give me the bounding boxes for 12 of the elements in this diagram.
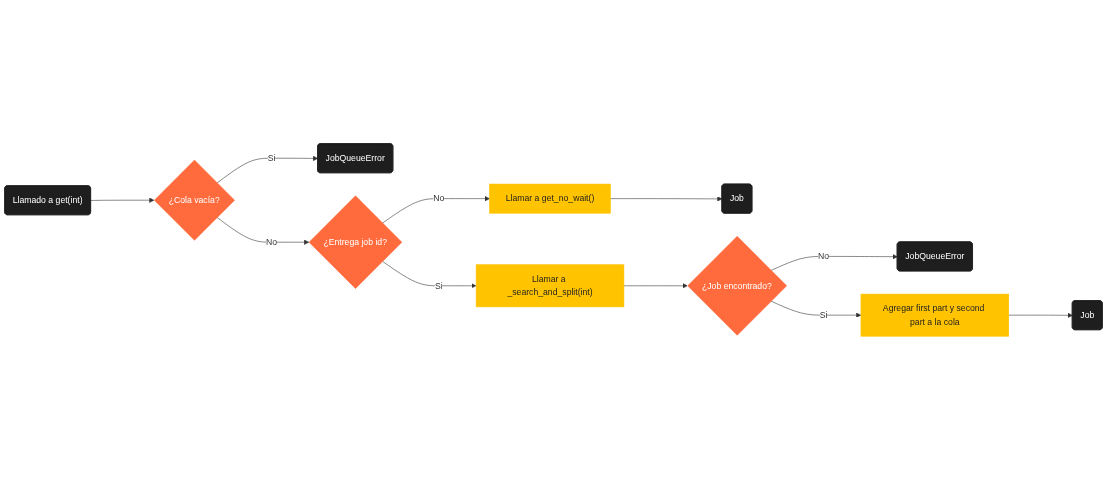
node-box: Llamar a get_no_wait()	[489, 183, 611, 214]
node-diamond: ¿Entrega job id?	[308, 195, 403, 289]
edge-label: Si	[267, 152, 276, 163]
node-diamond: ¿Job encontrado?	[687, 236, 787, 336]
edge-label: No	[433, 193, 445, 204]
edge-label: No	[818, 251, 830, 261]
node-box: Agregar first part y second part a la cola	[860, 293, 1009, 337]
node-diamond: ¿Cola vacía?	[154, 159, 235, 241]
edge-label: Si	[819, 309, 828, 320]
edge-label: Si	[434, 280, 443, 291]
node-box: Llamar a _search_and_split(int)	[475, 264, 625, 308]
edge-label: No	[266, 236, 278, 247]
